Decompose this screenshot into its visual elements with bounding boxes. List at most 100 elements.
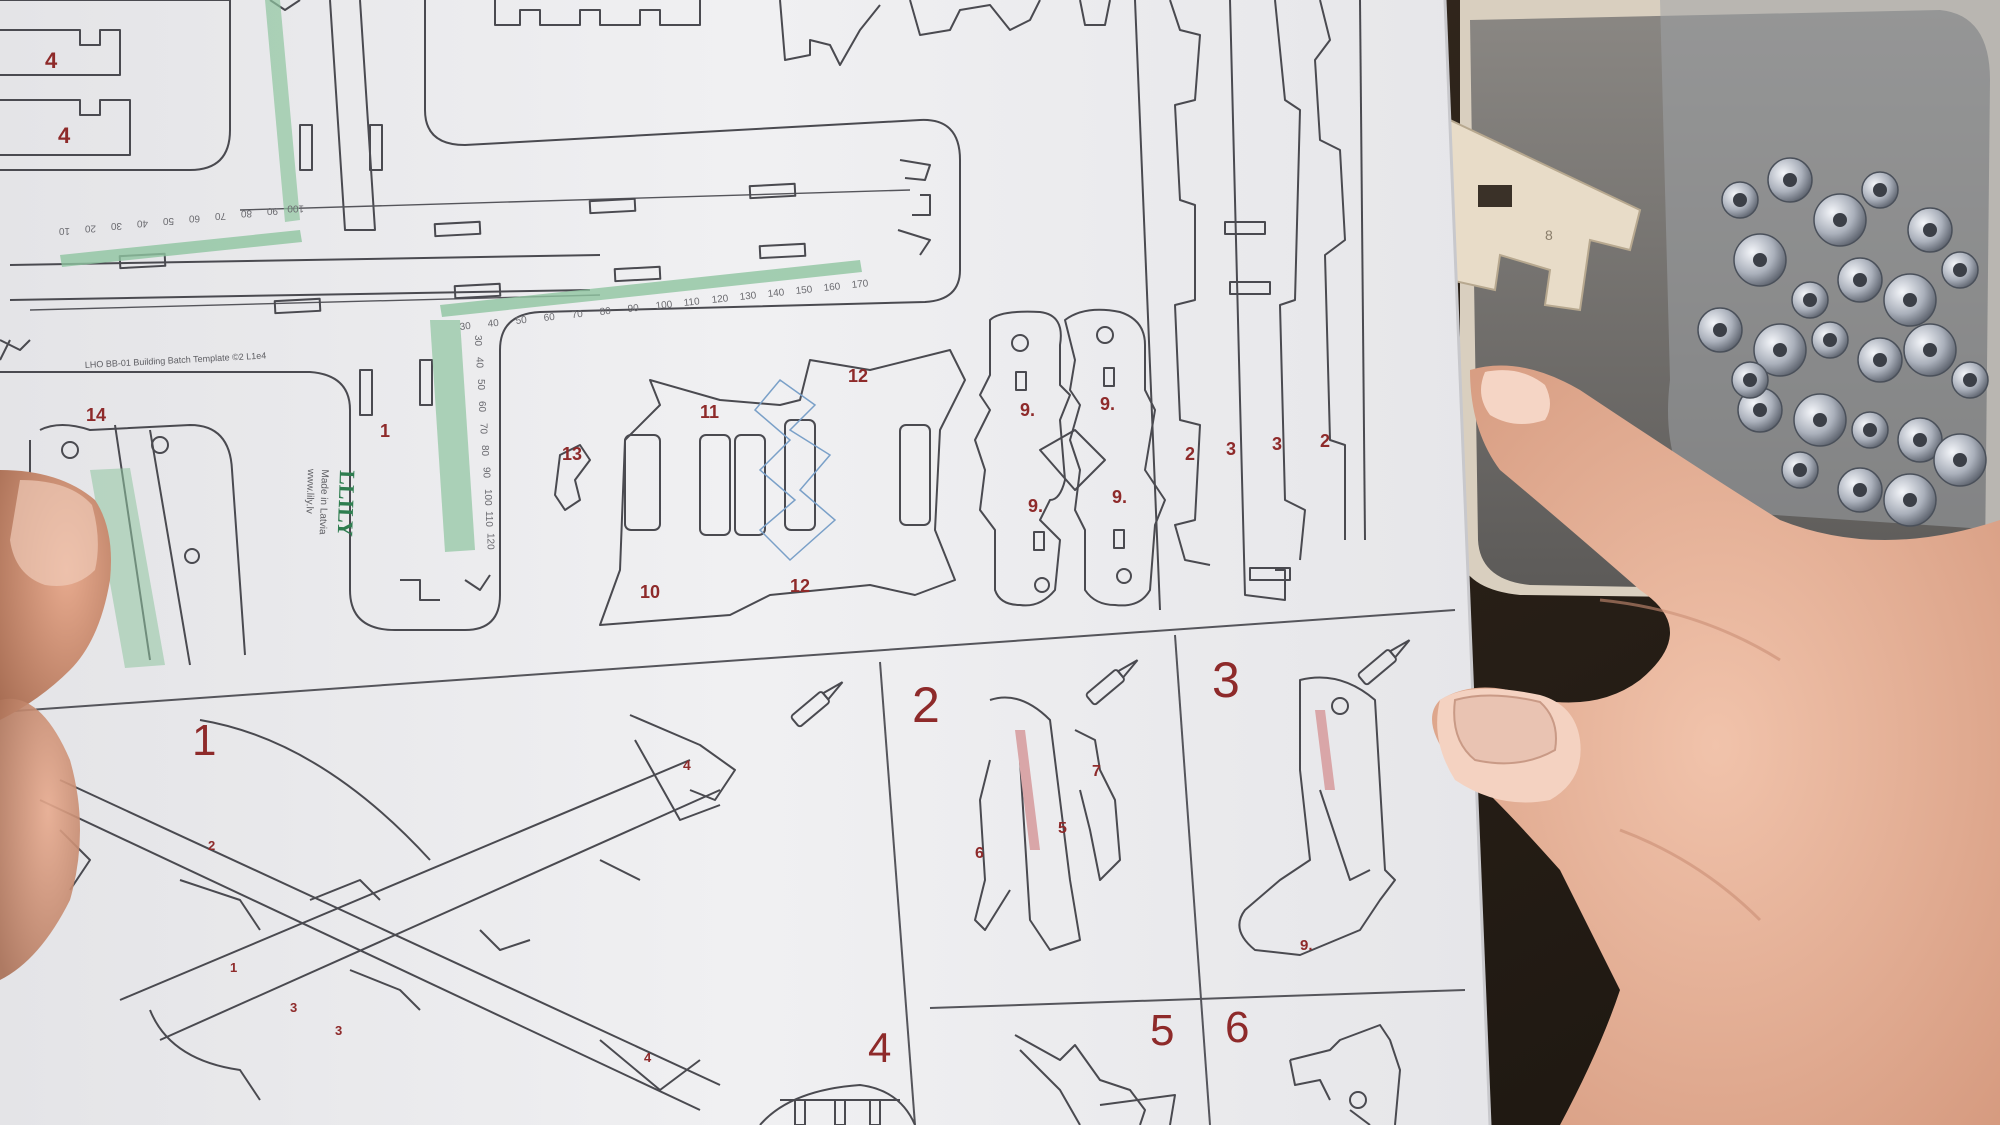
ruler-tick-label: 100 (287, 203, 304, 214)
ruler-tick-label: 130 (739, 290, 757, 303)
brand-logo: LLILY Made in Latvia www.lily.lv (303, 468, 360, 537)
ruler-tick-label: 110 (483, 511, 494, 527)
diagram-label: 3 (290, 1000, 297, 1015)
part-label: 4 (45, 48, 58, 73)
part-numbers: 4 4 14 1 13 11 12 12 10 9. 9. 9. 9. 2 3 … (45, 48, 1330, 602)
step-number: 3 (1212, 652, 1240, 708)
step4-diagram (759, 1084, 916, 1125)
instruction-panels: 1 2 3 4 5 6 (0, 609, 1466, 1125)
nut-hole (1903, 293, 1917, 307)
part-label: 11 (700, 402, 719, 422)
made-in-text: Made in Latvia (317, 469, 330, 535)
diagram-label: 6 (975, 845, 984, 862)
bag-of-nuts (1660, 0, 2000, 530)
step-number: 1 (192, 716, 216, 765)
part-label: 1 (380, 421, 390, 441)
wooden-part: 8 (1449, 118, 1642, 312)
ruler-tick-label: 90 (480, 467, 491, 479)
brand-logo-text: LLILY (333, 470, 360, 537)
svg-text:8: 8 (1545, 227, 1553, 243)
nut-hole (1713, 323, 1727, 337)
part-label: 9. (1020, 400, 1035, 420)
nut-hole (1963, 373, 1977, 387)
nut-hole (1833, 213, 1847, 227)
ruler-tick-label: 80 (479, 445, 490, 457)
part-label: 9. (1028, 496, 1043, 516)
diagram-label: 3 (335, 1023, 342, 1038)
part-label: 3 (1272, 434, 1282, 454)
nut-hole (1783, 173, 1797, 187)
left-hand (0, 470, 111, 980)
ruler-tick-label: 40 (136, 218, 148, 229)
step-number: 6 (1225, 1003, 1249, 1052)
ruler-tick-label: 90 (266, 205, 278, 216)
ruler-tick-label: 30 (459, 321, 472, 333)
ruler-tick-label: 70 (478, 423, 489, 435)
diagram-label: 7 (1092, 763, 1101, 780)
step-number: 5 (1150, 1006, 1174, 1055)
part-label: 2 (1185, 444, 1195, 464)
part-label: 4 (58, 123, 71, 148)
nut-hole (1753, 403, 1767, 417)
ruler-tick-label: 80 (599, 306, 612, 318)
ruler-tick-label: 160 (823, 281, 841, 294)
part-label: 12 (790, 576, 810, 596)
glue-icon (1085, 659, 1139, 706)
part-label: 3 (1226, 439, 1236, 459)
diagram-label: 2 (208, 838, 215, 853)
nut-hole (1903, 493, 1917, 507)
ruler-tick-label: 10 (58, 225, 70, 236)
ruler-tick-label: 50 (515, 315, 528, 327)
ruler-tick-label: 70 (214, 210, 226, 221)
nut-hole (1923, 343, 1937, 357)
diagram-label: 9. (1300, 937, 1313, 954)
ruler-tick-label: 70 (571, 309, 584, 321)
part-label: 9. (1112, 487, 1127, 507)
ruler-tick-label: 110 (683, 296, 700, 309)
ruler-tick-label: 50 (162, 215, 174, 226)
ruler-tick-label: 40 (473, 357, 484, 369)
ruler-tick-label: 150 (795, 284, 813, 297)
nut-hole (1853, 483, 1867, 497)
diagram-label: 1 (230, 960, 237, 975)
nut-hole (1743, 373, 1757, 387)
part-label: 10 (640, 582, 660, 602)
right-hand (1432, 365, 2000, 1125)
ruler-tick-label: 100 (655, 299, 673, 312)
diagram-label: 4 (683, 757, 691, 773)
parts-outlines (0, 0, 1366, 666)
ruler-tick-label: 60 (188, 213, 200, 224)
ruler-tick-label: 170 (851, 278, 869, 291)
ruler-tick-label: 120 (485, 533, 496, 550)
website-text: www.lily.lv (303, 468, 316, 514)
nut-hole (1803, 293, 1817, 307)
nut-hole (1853, 273, 1867, 287)
nut-hole (1863, 423, 1877, 437)
ruler-tick-label: 30 (110, 220, 122, 231)
diagram-label: 5 (1058, 820, 1067, 837)
ruler-tick-label: 90 (627, 303, 640, 315)
step5-diagram (1014, 1034, 1176, 1125)
nut-hole (1823, 333, 1837, 347)
ruler-tick-label: 80 (240, 208, 252, 219)
step6-diagram (1289, 1024, 1401, 1125)
nut-hole (1773, 343, 1787, 357)
ruler-tick-label: 140 (767, 287, 785, 300)
step-number: 4 (868, 1024, 891, 1071)
step-number: 2 (912, 677, 940, 733)
step3-diagram: 9. (1238, 676, 1396, 956)
ruler-tick-label: 30 (472, 335, 483, 347)
part-label: 12 (848, 366, 868, 386)
ruler-tick-label: 20 (84, 223, 96, 234)
part-label: 14 (86, 405, 106, 425)
nut-hole (1793, 463, 1807, 477)
ruler-tick-label: 60 (476, 401, 487, 413)
nut-hole (1923, 223, 1937, 237)
ruler-tick-label: 40 (487, 318, 500, 330)
step2-diagram: 7 5 6 (974, 696, 1121, 951)
nut-hole (1953, 453, 1967, 467)
part-label: 9. (1100, 394, 1115, 414)
